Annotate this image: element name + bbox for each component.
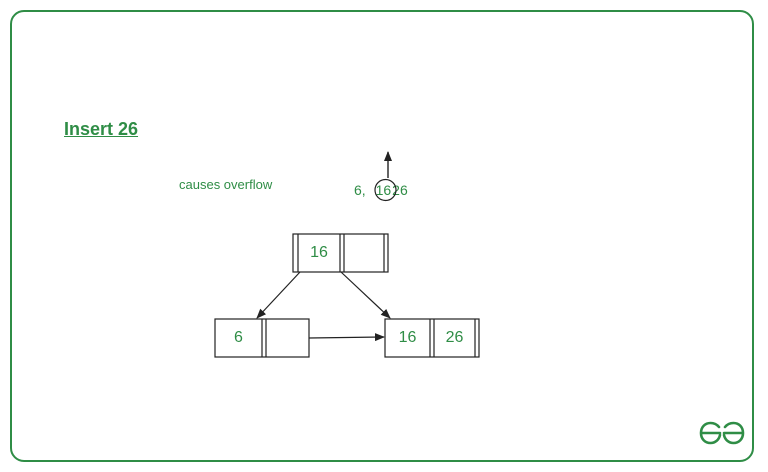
overflow-key-1: 6, — [354, 182, 366, 198]
edge-leaf-link — [308, 333, 385, 342]
edge-root-to-left — [256, 271, 301, 319]
leaf-node-right — [384, 318, 480, 358]
geeksforgeeks-logo-icon — [699, 421, 745, 445]
left-leaf-key-2 — [266, 319, 309, 357]
edge-root-to-right — [340, 271, 391, 319]
leaf-node-left — [214, 318, 310, 358]
root-node — [292, 233, 389, 273]
right-leaf-key-1: 16 — [398, 329, 417, 346]
overflow-note: causes overflow — [179, 177, 273, 192]
slide-title: Insert 26 — [64, 119, 139, 139]
right-leaf-key-2: 26 — [445, 329, 464, 346]
promoted-key-circle — [374, 178, 397, 202]
overflow-key-2: 16 — [375, 182, 392, 198]
root-key-2 — [344, 234, 384, 272]
root-key-1: 16 — [310, 244, 328, 261]
left-leaf-key-1: 6 — [234, 329, 243, 346]
overflow-keys: 6, 1626 — [354, 182, 408, 198]
overflow-key-3: 26 — [392, 182, 408, 198]
